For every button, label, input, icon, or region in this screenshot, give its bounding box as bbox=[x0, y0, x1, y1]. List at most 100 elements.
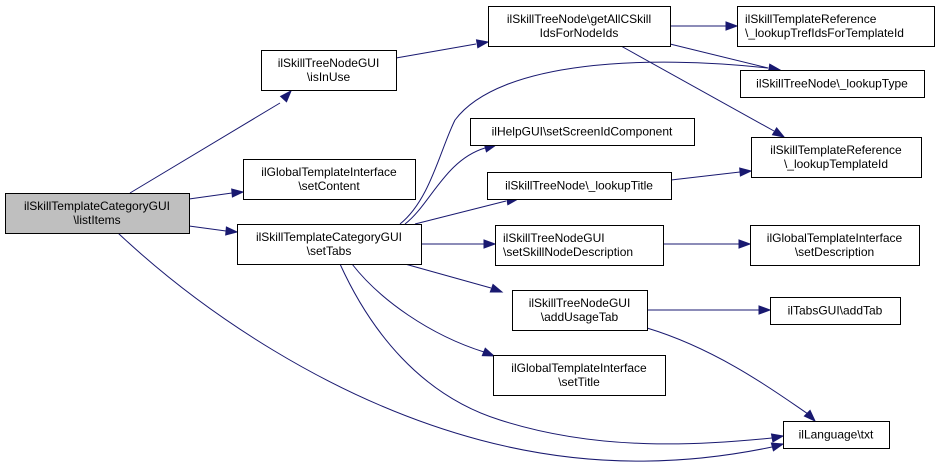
node-box[interactable] bbox=[751, 137, 922, 178]
node-box[interactable] bbox=[783, 421, 890, 449]
node-setTitle[interactable]: ilGlobalTemplateInterface\setTitle bbox=[493, 355, 666, 396]
node-setDescription[interactable]: ilGlobalTemplateInterface\setDescription bbox=[750, 225, 920, 266]
node-lookupType[interactable]: ilSkillTreeNode\_lookupType bbox=[740, 70, 925, 98]
edge-setTabs-to-setScreenIdComponent bbox=[404, 143, 498, 225]
edge-setSkillNodeDescription-to-setDescription bbox=[663, 239, 752, 249]
node-isInUse[interactable]: ilSkillTreeNodeGUI\isInUse bbox=[261, 50, 397, 91]
arrowhead-icon bbox=[738, 239, 752, 249]
node-label-line: ilSkillTreeNode\_lookupTitle bbox=[505, 179, 653, 193]
node-label-line: ilGlobalTemplateInterface bbox=[511, 361, 647, 375]
node-box[interactable] bbox=[512, 290, 648, 331]
node-setScreenIdComponent[interactable]: ilHelpGUI\setScreenIdComponent bbox=[470, 118, 695, 146]
node-label-line: ilLanguage\txt bbox=[799, 428, 874, 442]
node-label-line: ilSkillTemplateCategoryGUI bbox=[256, 230, 402, 244]
edge-line bbox=[399, 61, 769, 225]
node-label-line: \listItems bbox=[73, 213, 120, 227]
node-lookupTrefIdsForTemplateId[interactable]: ilSkillTemplateReference\_lookupTrefIdsF… bbox=[737, 6, 935, 47]
edge-line bbox=[620, 45, 775, 132]
node-label-line: ilSkillTreeNodeGUI bbox=[529, 296, 631, 310]
edge-line bbox=[339, 263, 773, 445]
node-txt[interactable]: ilLanguage\txt bbox=[783, 421, 890, 449]
node-label-line: ilSkillTemplateReference bbox=[745, 12, 877, 26]
node-lookupTemplateId[interactable]: ilSkillTemplateReference\_lookupTemplate… bbox=[751, 137, 922, 178]
node-label-line: ilSkillTemplateReference bbox=[770, 143, 902, 157]
node-label-line: ilSkillTemplateCategoryGUI bbox=[24, 199, 170, 213]
node-getAllCSkillIdsForNodeIds[interactable]: ilSkillTreeNode\getAllCSkillIdsForNodeId… bbox=[488, 6, 671, 47]
arrowhead-icon bbox=[483, 239, 497, 249]
node-box[interactable] bbox=[243, 159, 416, 200]
edge-line bbox=[669, 43, 769, 69]
edge-isInUse-to-getAllCSkillIdsForNodeIds bbox=[395, 39, 490, 59]
arrowhead-icon bbox=[739, 167, 753, 177]
edge-line bbox=[414, 200, 507, 225]
nodes-layer: ilSkillTemplateCategoryGUI\listItemsilSk… bbox=[5, 6, 935, 449]
node-setTabs[interactable]: ilSkillTemplateCategoryGUI\setTabs bbox=[237, 224, 422, 265]
node-box[interactable] bbox=[493, 355, 666, 396]
edge-setTabs-to-lookupTitle bbox=[414, 196, 520, 225]
node-label-line: \isInUse bbox=[307, 70, 351, 84]
edge-listItems-to-setContent bbox=[188, 188, 245, 200]
arrowhead-icon bbox=[475, 39, 490, 49]
edge-getAllCSkillIdsForNodeIds-to-lookupTemplateId bbox=[620, 45, 786, 138]
node-lookupTitle[interactable]: ilSkillTreeNode\_lookupTitle bbox=[487, 172, 672, 200]
node-setContent[interactable]: ilGlobalTemplateInterface\setContent bbox=[243, 159, 416, 200]
node-label-line: \_lookupTrefIdsForTemplateId bbox=[745, 26, 904, 40]
edge-line bbox=[404, 147, 486, 225]
node-listItems[interactable]: ilSkillTemplateCategoryGUI\listItems bbox=[5, 193, 190, 234]
arrowhead-icon bbox=[803, 409, 817, 423]
edge-listItems-to-setTabs bbox=[188, 225, 239, 236]
node-addUsageTab[interactable]: ilSkillTreeNodeGUI\addUsageTab bbox=[512, 290, 648, 331]
edge-getAllCSkillIdsForNodeIds-to-lookupTrefIdsForTemplateId bbox=[670, 21, 739, 31]
arrowhead-icon bbox=[231, 188, 245, 198]
node-label-line: ilHelpGUI\setScreenIdComponent bbox=[492, 125, 673, 139]
node-label-line: \setSkillNodeDescription bbox=[503, 245, 633, 259]
edge-line bbox=[188, 225, 227, 232]
node-box[interactable] bbox=[261, 50, 397, 91]
arrowhead-icon bbox=[225, 226, 239, 236]
node-label-line: IdsForNodeIds bbox=[540, 26, 619, 40]
node-box[interactable] bbox=[737, 6, 935, 47]
node-box[interactable] bbox=[750, 225, 920, 266]
node-addTab[interactable]: ilTabsGUI\addTab bbox=[770, 297, 901, 325]
node-box[interactable] bbox=[770, 297, 901, 325]
node-box[interactable] bbox=[740, 70, 925, 98]
edge-listItems-to-isInUse bbox=[129, 89, 292, 194]
node-box[interactable] bbox=[495, 225, 664, 266]
edge-line bbox=[117, 232, 773, 462]
edge-addUsageTab-to-addTab bbox=[647, 305, 772, 315]
arrowhead-icon bbox=[770, 442, 785, 452]
arrowhead-icon bbox=[771, 127, 786, 138]
node-label-line: \setTitle bbox=[558, 375, 600, 389]
edge-lookupTitle-to-lookupTemplateId bbox=[670, 167, 753, 181]
edge-line bbox=[646, 327, 809, 415]
node-label-line: ilSkillTreeNodeGUI bbox=[278, 56, 380, 70]
node-box[interactable] bbox=[470, 118, 695, 146]
node-label-line: \setContent bbox=[298, 179, 360, 193]
node-label-line: ilSkillTreeNodeGUI bbox=[503, 231, 605, 245]
arrowhead-icon bbox=[489, 283, 504, 293]
node-label-line: ilTabsGUI\addTab bbox=[788, 304, 883, 318]
root-node-box[interactable] bbox=[5, 193, 190, 234]
node-label-line: \setDescription bbox=[795, 245, 874, 259]
arrowhead-icon bbox=[770, 433, 785, 443]
edge-line bbox=[395, 43, 477, 59]
arrowhead-icon bbox=[758, 305, 772, 315]
arrowhead-icon bbox=[725, 21, 739, 31]
node-box[interactable] bbox=[487, 172, 672, 200]
node-label-line: \_lookupTemplateId bbox=[784, 157, 888, 171]
edge-line bbox=[670, 171, 741, 181]
node-label-line: ilGlobalTemplateInterface bbox=[261, 165, 397, 179]
node-label-line: \setTabs bbox=[307, 244, 352, 258]
node-label-line: \addUsageTab bbox=[541, 310, 619, 324]
node-label-line: ilSkillTreeNode\_lookupType bbox=[756, 77, 908, 91]
edge-addUsageTab-to-txt bbox=[646, 327, 817, 423]
node-setSkillNodeDescription[interactable]: ilSkillTreeNodeGUI\setSkillNodeDescripti… bbox=[495, 225, 664, 266]
edge-line bbox=[351, 263, 485, 353]
edge-line bbox=[404, 263, 492, 289]
node-box[interactable] bbox=[237, 224, 422, 265]
node-box[interactable] bbox=[488, 6, 671, 47]
node-label-line: ilGlobalTemplateInterface bbox=[767, 231, 903, 245]
edge-setTabs-to-txt bbox=[339, 263, 785, 445]
edge-line bbox=[188, 192, 233, 200]
